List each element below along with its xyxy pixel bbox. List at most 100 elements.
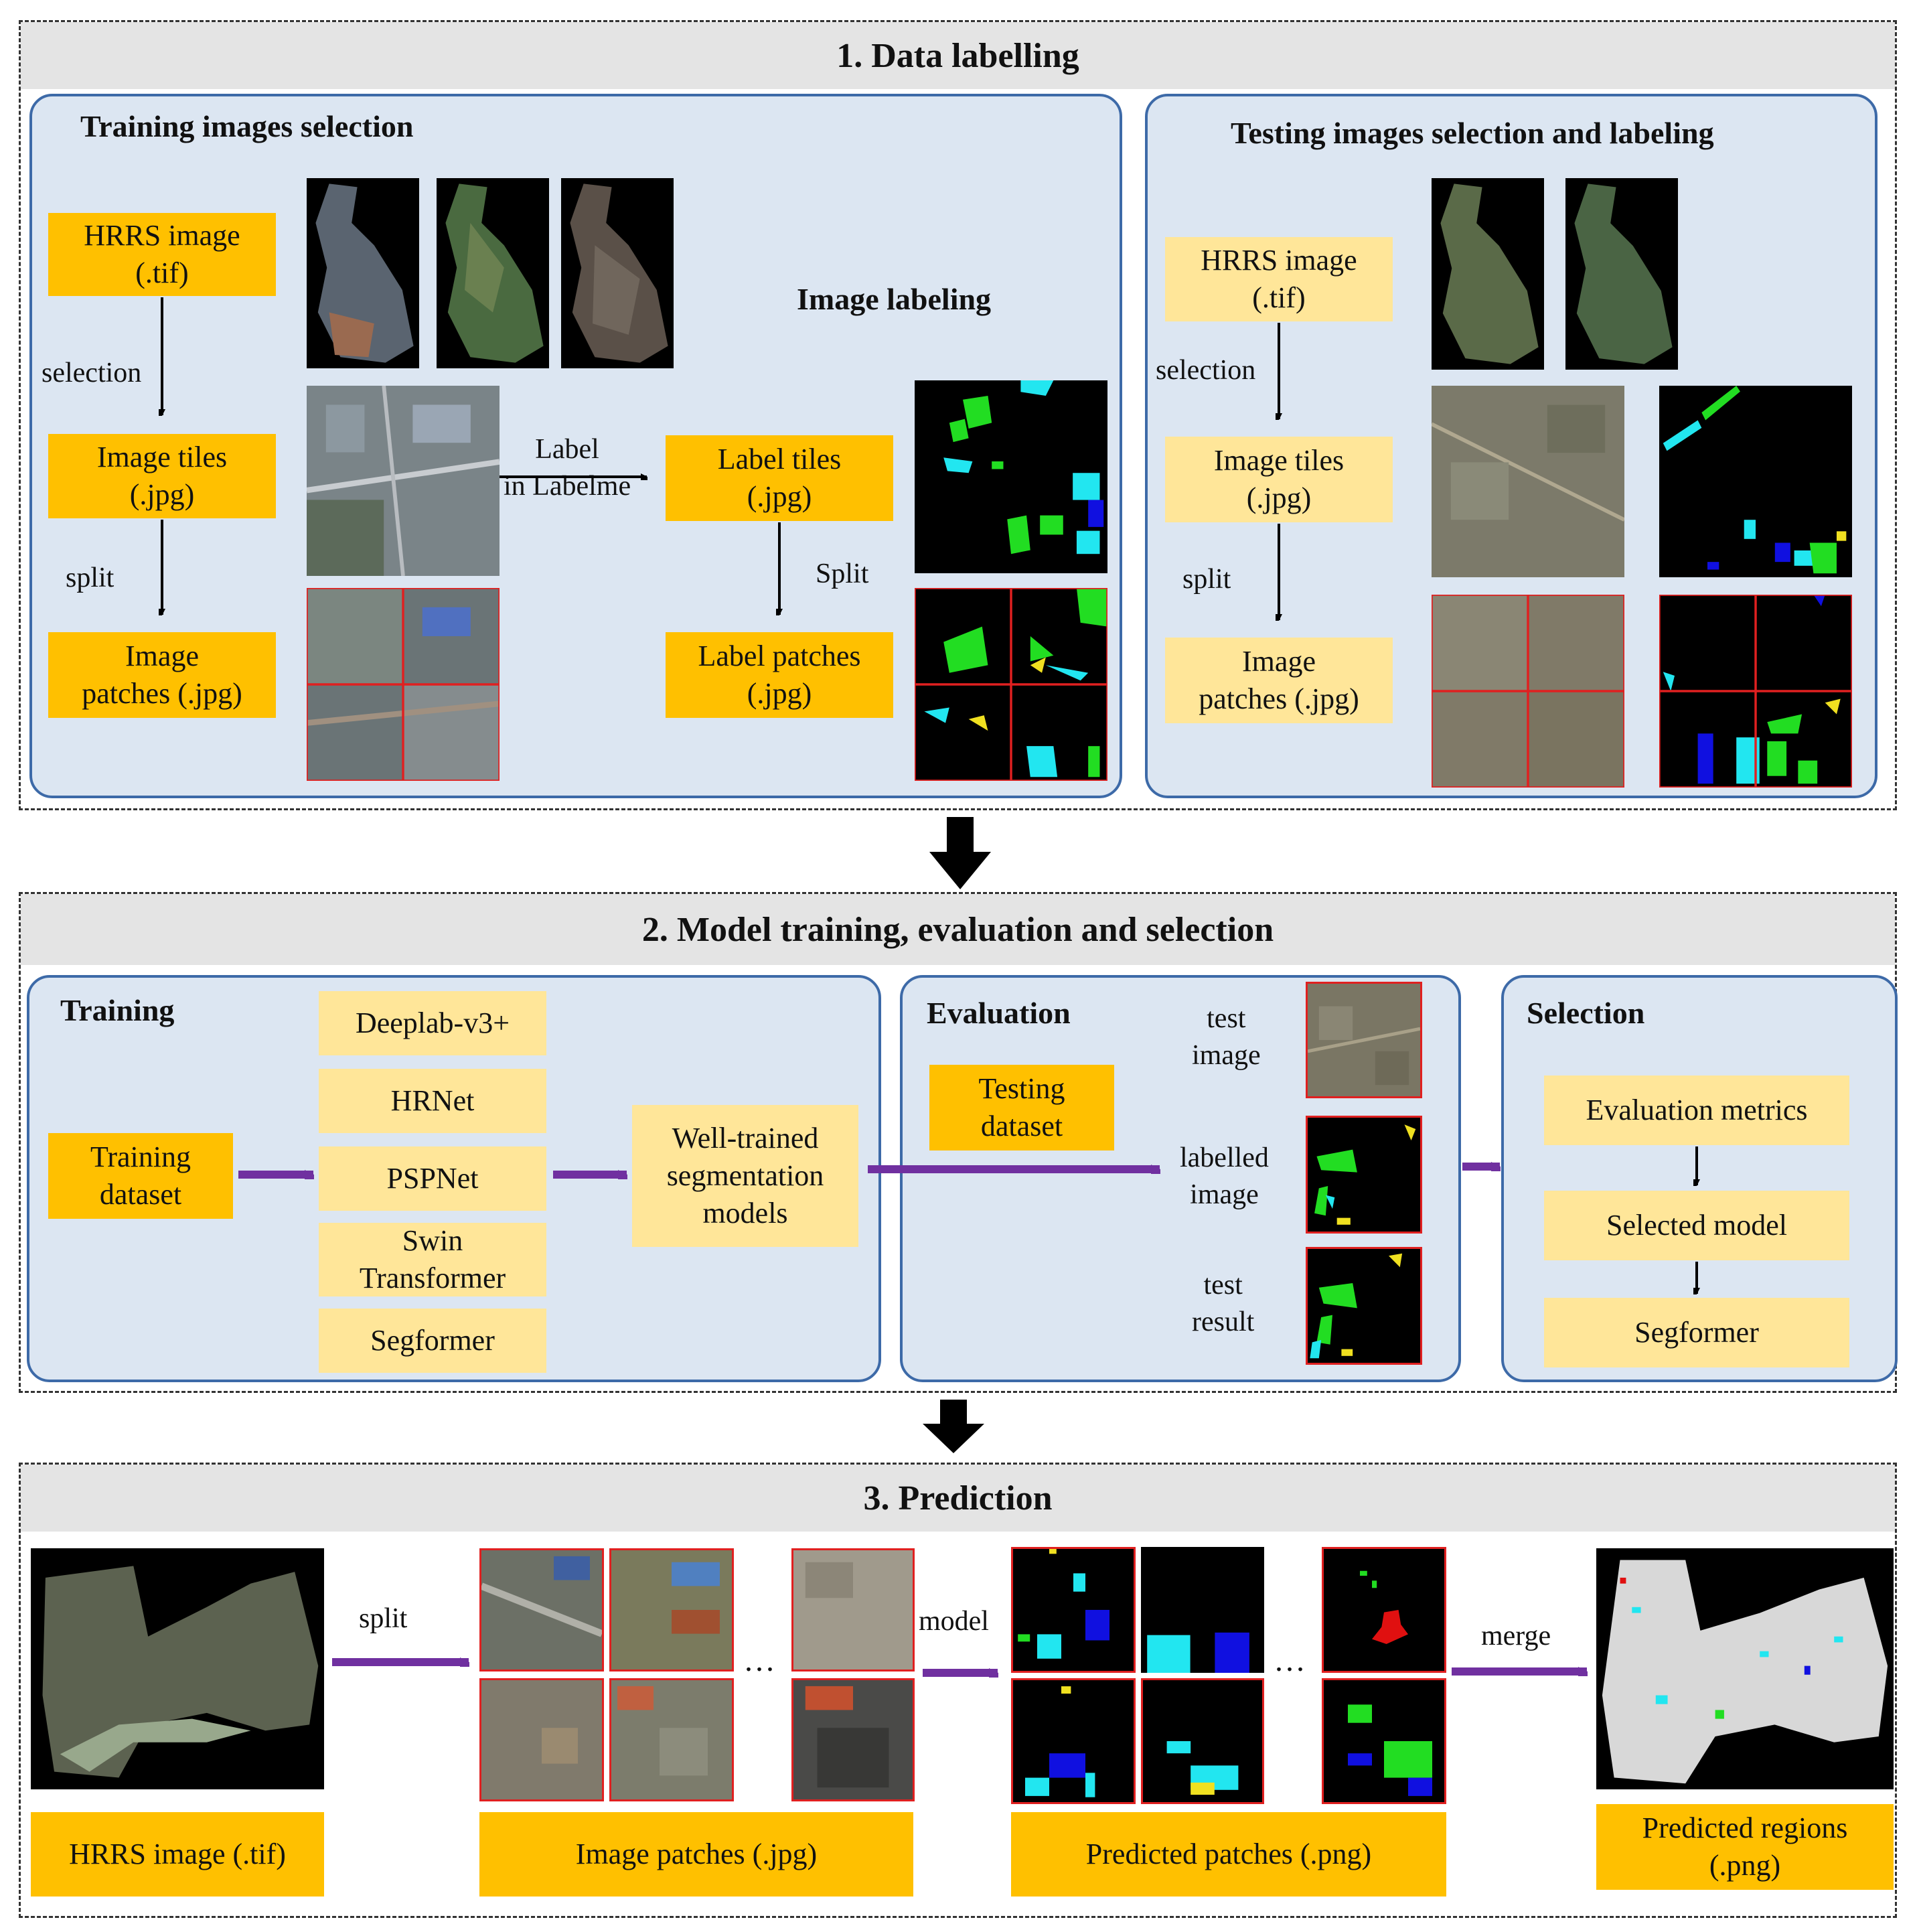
image-patches-grid	[307, 588, 500, 781]
predicted-regions-label: Predicted regions (.png)	[1642, 1811, 1848, 1882]
label-patches-box: Label patches (.jpg)	[666, 632, 893, 718]
test-split-label: split	[1182, 564, 1231, 595]
model-deeplab-label: Deeplab-v3+	[355, 1006, 510, 1039]
prediction-hrrs-label: HRRS image (.tif)	[69, 1837, 286, 1870]
well-trained-box: Well-trained segmentation models	[632, 1105, 858, 1247]
panel-title-training: Training	[60, 993, 175, 1027]
model-hrnet: HRNet	[319, 1069, 546, 1133]
section-prediction	[19, 1463, 1897, 1918]
ellipsis-predicted-patches: ...	[1275, 1643, 1307, 1678]
predicted-regions-image	[1596, 1548, 1894, 1789]
hrrs-image-label: HRRS image (.tif)	[84, 218, 240, 289]
test-image-patches-box: Image patches (.jpg)	[1165, 638, 1393, 723]
panel-title-evaluation: Evaluation	[927, 996, 1071, 1030]
pred-label-patch-2	[1141, 1547, 1264, 1673]
pred-label-patch-6	[1322, 1678, 1446, 1804]
selected-model-label: Selected model	[1606, 1208, 1787, 1242]
prediction-hrrs-image	[31, 1548, 324, 1789]
pred-label-patch-3	[1011, 1678, 1136, 1804]
image-tiles-label: Image tiles (.jpg)	[96, 440, 228, 511]
testing-dataset-box: Testing dataset	[929, 1065, 1114, 1150]
section-title-data-labelling: 1. Data labelling	[21, 22, 1895, 89]
model-pspnet-label: PSPNet	[386, 1161, 479, 1195]
panel-title-training-images: Training images selection	[80, 109, 414, 143]
test-image-tiles-label: Image tiles (.jpg)	[1213, 443, 1345, 514]
label-patches-label: Label patches (.jpg)	[698, 639, 861, 710]
model-pspnet: PSPNet	[319, 1146, 546, 1211]
training-dataset-label: Training dataset	[90, 1140, 191, 1211]
testing-dataset-label: Testing dataset	[978, 1071, 1065, 1142]
test-selection-label: selection	[1156, 355, 1256, 386]
well-trained-label: Well-trained segmentation models	[666, 1121, 824, 1230]
pred-image-patch-2	[609, 1548, 734, 1671]
pred-image-patch-6	[791, 1678, 915, 1801]
hrrs-image-thumbnail-1	[307, 178, 419, 368]
test-label-tile-thumbnail	[1659, 386, 1852, 577]
model-swin: Swin Transformer	[319, 1223, 546, 1296]
ellipsis-image-patches: ...	[745, 1643, 777, 1678]
model-segformer-label: Segformer	[370, 1323, 495, 1357]
labelled-image-label: labelled image	[1180, 1142, 1269, 1210]
split-label-2: Split	[816, 559, 869, 589]
model-hrnet-label: HRNet	[390, 1084, 475, 1117]
label-tile-thumbnail	[915, 380, 1107, 573]
image-patches-box: Image patches (.jpg)	[48, 632, 276, 718]
test-result-label: test result	[1192, 1270, 1255, 1337]
evaluation-metrics-box: Evaluation metrics	[1544, 1075, 1849, 1145]
hrrs-image-thumbnail-3	[561, 178, 674, 368]
eval-test-image	[1306, 982, 1422, 1098]
test-image-patches-label: Image patches (.jpg)	[1199, 644, 1359, 715]
eval-test-result	[1306, 1247, 1422, 1365]
pred-label-patch-4	[1141, 1678, 1264, 1804]
image-tiles-box: Image tiles (.jpg)	[48, 434, 276, 518]
eval-labelled-image	[1306, 1116, 1422, 1234]
training-dataset-box: Training dataset	[48, 1133, 233, 1219]
model-swin-label: Swin Transformer	[359, 1223, 506, 1294]
hrrs-image-box: HRRS image (.tif)	[48, 213, 276, 296]
pred-label-patch-1	[1011, 1547, 1136, 1673]
test-hrrs-image-label: HRRS image (.tif)	[1201, 243, 1357, 314]
prediction-image-patches-label: Image patches (.jpg)	[575, 1837, 818, 1870]
prediction-image-patches-box: Image patches (.jpg)	[479, 1812, 913, 1897]
panel-title-selection: Selection	[1527, 996, 1645, 1030]
pred-image-patch-1	[479, 1548, 604, 1671]
prediction-hrrs-box: HRRS image (.tif)	[31, 1812, 324, 1897]
test-label-patches-grid	[1659, 595, 1852, 788]
label-tiles-box: Label tiles (.jpg)	[666, 435, 893, 521]
test-image-tile-thumbnail	[1432, 386, 1624, 577]
selection-label: selection	[42, 358, 142, 388]
label-patches-grid	[915, 588, 1107, 781]
model-segformer: Segformer	[319, 1309, 546, 1373]
test-image-patches-grid	[1432, 595, 1624, 788]
down-arrow-1	[929, 817, 991, 889]
pred-image-patch-3	[479, 1678, 604, 1801]
predicted-regions-box: Predicted regions (.png)	[1596, 1804, 1894, 1890]
section-data-labelling	[19, 20, 1897, 810]
predicted-patches-box: Predicted patches (.png)	[1011, 1812, 1446, 1897]
panel-title-testing-images: Testing images selection and labeling	[1231, 116, 1714, 150]
section-title-prediction: 3. Prediction	[21, 1465, 1895, 1532]
selected-model-box: Selected model	[1544, 1191, 1849, 1260]
test-image-label: test image	[1192, 1003, 1261, 1071]
prediction-split-label: split	[359, 1603, 408, 1634]
predicted-patches-label: Predicted patches (.png)	[1085, 1837, 1372, 1870]
segformer-result-box: Segformer	[1544, 1298, 1849, 1367]
section-title-model: 2. Model training, evaluation and select…	[21, 894, 1895, 965]
prediction-model-label: model	[919, 1606, 989, 1637]
pred-label-patch-5	[1322, 1547, 1446, 1673]
pred-image-patch-4	[609, 1678, 734, 1801]
evaluation-metrics-label: Evaluation metrics	[1586, 1093, 1808, 1126]
down-arrow-2	[923, 1400, 984, 1453]
split-label: split	[66, 563, 114, 593]
test-hrrs-thumbnail-1	[1432, 178, 1544, 370]
test-hrrs-image-box: HRRS image (.tif)	[1165, 237, 1393, 321]
model-deeplab: Deeplab-v3+	[319, 991, 546, 1055]
segformer-result-label: Segformer	[1634, 1315, 1759, 1349]
image-patches-label: Image patches (.jpg)	[82, 639, 242, 710]
image-labeling-title: Image labeling	[797, 282, 992, 316]
hrrs-image-thumbnail-2	[437, 178, 549, 368]
label-in-labelme-text: Label in Labelme	[504, 434, 631, 502]
test-image-tiles-box: Image tiles (.jpg)	[1165, 437, 1393, 522]
test-hrrs-thumbnail-2	[1565, 178, 1678, 370]
prediction-merge-label: merge	[1481, 1621, 1551, 1651]
